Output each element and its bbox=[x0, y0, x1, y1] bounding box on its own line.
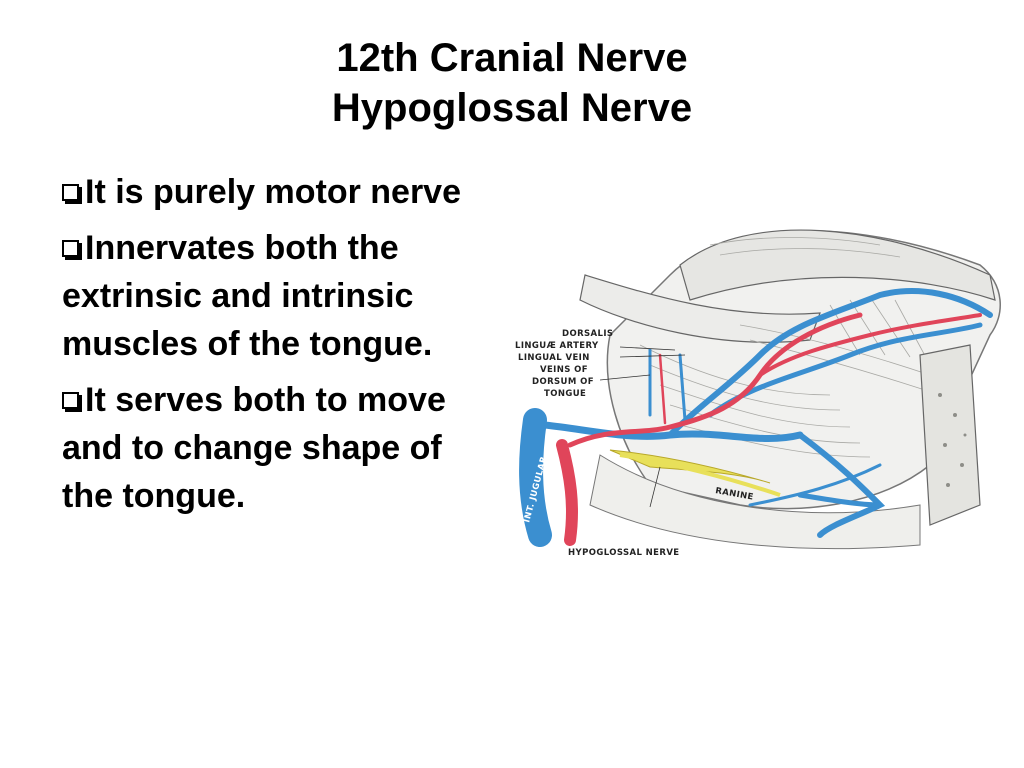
carotid-artery bbox=[556, 439, 578, 546]
arteries bbox=[556, 312, 982, 546]
label-dorsum-of: DORSUM OF bbox=[532, 377, 594, 387]
label-veins-of: VEINS OF bbox=[540, 365, 588, 375]
bullet-item: It serves both to move and to change sha… bbox=[62, 376, 482, 520]
label-dorsalis: DORSALIS bbox=[562, 329, 613, 339]
slide-title: 12th Cranial Nerve Hypoglossal Nerve bbox=[0, 33, 1024, 133]
bone-texture bbox=[938, 393, 967, 487]
bullet-text: It serves both to move and to change sha… bbox=[62, 381, 446, 515]
tongue-top-shape bbox=[679, 229, 996, 301]
checkbox-bullet-icon bbox=[62, 392, 79, 409]
bone-section-shape bbox=[919, 344, 981, 526]
bullet-list: It is purely motor nerve Innervates both… bbox=[62, 168, 482, 528]
checkbox-bullet-icon bbox=[62, 184, 79, 201]
checkbox-bullet-icon bbox=[62, 240, 79, 257]
label-linguae-artery: LINGUÆ ARTERY bbox=[515, 341, 599, 351]
bullet-item: It is purely motor nerve bbox=[62, 168, 482, 216]
title-line-2: Hypoglossal Nerve bbox=[331, 86, 693, 130]
tongue-anatomy-illustration: DORSALIS LINGUÆ ARTERY LINGUAL VEIN VEIN… bbox=[500, 205, 1010, 565]
bullet-text: It is purely motor nerve bbox=[85, 173, 461, 211]
internal-jugular-vein bbox=[519, 408, 552, 547]
bullet-item: Innervates both the extrinsic and intrin… bbox=[62, 224, 482, 368]
label-lingual-vein: LINGUAL VEIN bbox=[518, 353, 590, 363]
leader-lines bbox=[599, 346, 686, 508]
title-line-1: 12th Cranial Nerve bbox=[336, 36, 688, 80]
anatomy-drawing: DORSALIS LINGUÆ ARTERY LINGUAL VEIN VEIN… bbox=[515, 229, 1001, 558]
label-hypoglossal-nerve: HYPOGLOSSAL NERVE bbox=[568, 548, 680, 558]
label-tongue: TONGUE bbox=[544, 389, 586, 399]
bullet-text: Innervates both the extrinsic and intrin… bbox=[62, 229, 433, 363]
